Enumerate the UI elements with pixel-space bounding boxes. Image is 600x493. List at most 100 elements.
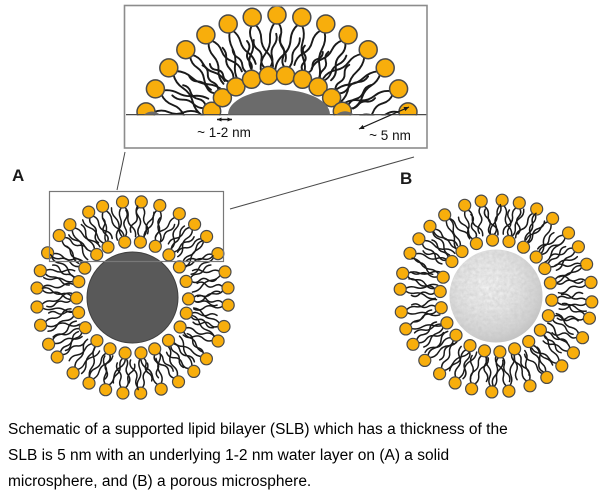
caption-line-2: SLB is 5 nm with an underlying 1-2 nm wa… [8,447,450,464]
lipid-tail [470,213,478,240]
lipid-head [221,298,235,312]
lipid-tail [306,51,324,74]
lipid-tail [410,323,446,330]
lipid-tail [423,325,445,348]
lipid-head [388,79,409,99]
lipid-tail [162,89,210,100]
lipid-tail [64,330,83,352]
lipid-tail [184,326,215,337]
lipid-tail [557,283,588,294]
lipid-tail [489,204,502,235]
lipid-head [438,208,452,222]
lipid-bilayer-b [393,193,599,399]
lipid-tail [549,247,575,259]
lipid-tail [41,288,75,301]
lipid-head [242,7,262,28]
lipid-head [217,319,231,334]
lipid-tail [531,344,554,366]
lipid-tail [524,349,531,382]
lipid-tail [469,354,484,380]
lipid-tail [547,245,567,266]
lipid-tail [427,330,449,358]
lipid-tail [412,255,434,276]
lipid-head [575,331,590,345]
lipid-tail [525,220,546,245]
lipid-tail [170,344,185,369]
lipid-tail [348,97,377,110]
lipid-tails [404,204,588,388]
lipid-head [533,323,548,337]
porous-texture [449,249,543,343]
arrow-head [359,124,365,129]
lipid-tail [252,39,267,70]
lipid-tail [449,218,462,248]
lipid-head [507,342,522,356]
lipid-tail [542,340,570,352]
lipid-head [212,87,233,108]
lipid-tail [141,211,155,239]
lipid-head [78,261,92,275]
lipid-tail [157,209,162,245]
lipid-tail [548,255,579,268]
lipid-tail [341,89,392,106]
lipid-tail [208,63,231,83]
lipid-head [33,318,48,332]
lipid-head [502,234,516,249]
lipid-tail [80,223,96,251]
lipid-head [394,305,408,319]
lipid-tail [415,321,438,342]
lipid-tail [231,48,249,74]
lipid-head [495,193,509,207]
lipid-tail [405,311,441,317]
lipid-heads [393,193,599,399]
lipid-head [358,39,378,60]
lipid-tail [183,255,214,267]
lipid-tail [189,264,212,280]
lipid-head [63,218,77,232]
lipid-heads [30,195,235,400]
lipid-tail [254,23,274,68]
lipid-heads [69,235,196,360]
lipid-tail [413,309,438,323]
lipid-tail [300,24,306,77]
lipid-tail [526,213,537,243]
lipid-head [455,244,469,259]
lipid-tail [51,320,78,342]
lipid-tail [539,239,565,256]
lipid-tail [191,314,216,339]
lipid-head [30,281,44,295]
lipid-head [148,342,162,356]
lipid-tail [44,308,72,324]
lipid-head [585,295,599,309]
lipid-tail [192,299,218,307]
lipid-head [218,265,232,279]
lipid-tail [466,208,484,237]
lipid-tail [41,282,75,289]
lipid-head [493,345,507,359]
lipid-tail [171,342,196,363]
lipid-heads [433,233,559,359]
lipid-tail [502,204,513,239]
lipid-head [221,281,235,295]
lipid-head [66,366,80,380]
lipid-head [412,232,426,246]
lipid-tail [300,44,307,73]
lipid-head [118,235,132,249]
lipid-tail [91,355,114,381]
lipid-tail [49,253,81,268]
lipid-head [181,292,196,306]
lipid-tail [88,352,108,378]
lipid-head [90,247,104,262]
lipid-head [458,198,472,212]
lipid-tail [483,208,493,236]
lipid-tail [170,225,186,252]
water-gap-annotation [217,117,232,122]
lipid-head [292,7,312,28]
lipid-head [153,198,167,213]
lipid-head [134,346,148,360]
solid-microsphere-core [86,251,179,344]
lipid-tail [424,336,453,354]
lipid-head [161,333,176,347]
lipid-tail [176,238,203,253]
lipid-tail [166,344,179,378]
